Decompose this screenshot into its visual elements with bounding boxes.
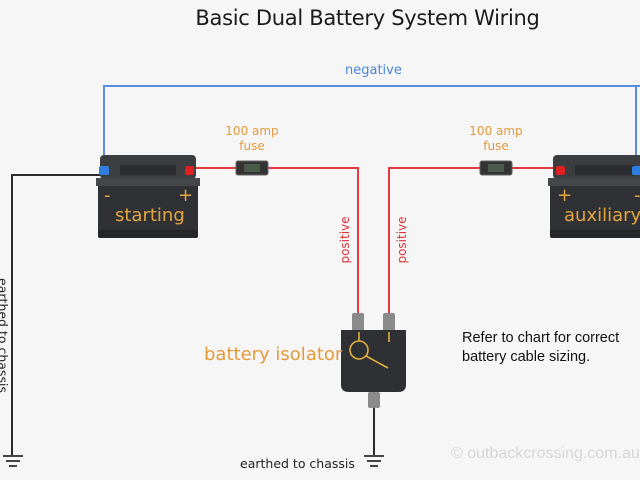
battery-isolator-label: battery isolator bbox=[204, 344, 343, 365]
cable-sizing-note: Refer to chart for correct battery cable… bbox=[462, 329, 619, 367]
fuse-right-amp: 100 amp bbox=[469, 124, 523, 138]
positive-wire-auxiliary bbox=[388, 167, 555, 315]
negative-label: negative bbox=[345, 63, 402, 78]
auxiliary-neg-sign: - bbox=[634, 185, 640, 206]
fuse-left-amp: 100 amp bbox=[225, 124, 279, 138]
auxiliary-battery-label: auxiliary bbox=[564, 205, 640, 226]
positive-terminal bbox=[185, 166, 194, 175]
copyright-watermark: © outbackcrossing.com.au bbox=[451, 445, 640, 462]
battery-starting bbox=[96, 155, 200, 238]
fuse-right-word: fuse bbox=[483, 139, 509, 153]
fuse-left-word: fuse bbox=[239, 139, 265, 153]
starting-neg-sign: - bbox=[104, 185, 111, 206]
earthed-left-label: earthed to chassis bbox=[0, 278, 11, 393]
starting-pos-sign: + bbox=[178, 185, 194, 206]
ground-symbol-isolator bbox=[364, 455, 384, 467]
starting-battery-label: starting bbox=[115, 205, 185, 226]
diagram-title: Basic Dual Battery System Wiring bbox=[195, 6, 540, 30]
battery-isolator-device bbox=[341, 313, 406, 408]
negative-terminal-aux bbox=[632, 166, 640, 175]
fuse-left-label: 100 amp fuse bbox=[220, 124, 284, 154]
negative-wire bbox=[103, 85, 640, 172]
note-line-2: battery cable sizing. bbox=[462, 349, 591, 365]
fuse-right bbox=[479, 160, 513, 176]
negative-terminal bbox=[99, 166, 109, 175]
positive-label-left: positive bbox=[338, 216, 352, 264]
note-line-1: Refer to chart for correct bbox=[462, 330, 620, 346]
positive-terminal-aux bbox=[556, 166, 565, 175]
earthed-bottom-label: earthed to chassis bbox=[240, 456, 355, 471]
fuse-left bbox=[235, 160, 269, 176]
positive-label-right: positive bbox=[395, 216, 409, 264]
fuse-right-label: 100 amp fuse bbox=[464, 124, 528, 154]
positive-wire-starting bbox=[190, 167, 359, 315]
auxiliary-pos-sign: + bbox=[557, 185, 573, 206]
battery-auxiliary bbox=[548, 155, 640, 238]
ground-symbol-left bbox=[3, 455, 23, 467]
earth-wire-left bbox=[11, 174, 104, 455]
